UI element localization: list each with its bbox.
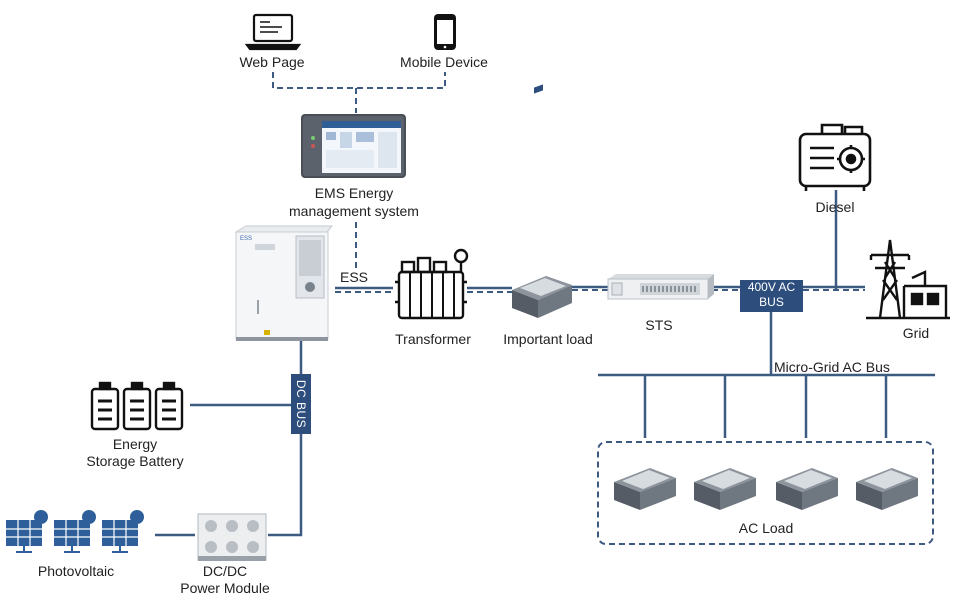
dcdc-label-line2: Power Module (180, 580, 270, 596)
device-link-line (272, 72, 446, 89)
micro-grid-bus-label: Micro-Grid AC Bus (774, 359, 890, 375)
diesel-generator-icon (798, 123, 872, 191)
svg-text:ESS: ESS (240, 236, 252, 242)
ac-load-label: AC Load (738, 520, 794, 536)
photovoltaic-label: Photovoltaic (37, 563, 115, 579)
web-page-label: Web Page (239, 54, 305, 70)
communication-lines (272, 72, 934, 545)
load-module-icon (614, 468, 676, 510)
load-module-icon (856, 468, 918, 510)
load-module-icon (512, 84, 572, 318)
bus-400v-line1: 400V AC (747, 280, 796, 294)
power-lines (155, 190, 935, 537)
transformer-label: Transformer (395, 331, 471, 347)
dcdc-label-line1: DC/DC (202, 563, 248, 579)
load-module-icon (694, 468, 756, 510)
solar-panel-icon (6, 510, 144, 553)
smartphone-icon (434, 14, 456, 50)
sts-label: STS (645, 317, 673, 333)
ac-load-feeders (643, 375, 888, 438)
transformer-icon (395, 248, 469, 320)
dc-bus-box: DC BUS (291, 374, 311, 434)
dc-bus-label: DC BUS (294, 379, 308, 429)
important-load-label: Important load (503, 331, 593, 347)
ac-load-modules (614, 468, 918, 510)
bus-400v-line2: BUS (759, 295, 784, 309)
load-module-icon (776, 468, 838, 510)
battery-icon (90, 381, 184, 431)
ems-label-line1: EMS Energy (314, 185, 394, 201)
bus-400v-ac: 400V AC BUS (740, 280, 803, 312)
diesel-label: Diesel (815, 199, 855, 215)
ess-label: ESS (340, 269, 369, 285)
battery-label-line1: Energy (112, 436, 158, 452)
dcdc-module-icon (197, 513, 267, 561)
laptop-icon (244, 13, 302, 51)
ems-panel-icon (301, 114, 406, 178)
ems-label-line2: management system (289, 203, 419, 219)
sts-rack-icon (607, 274, 714, 300)
grid-tower-icon (866, 239, 950, 320)
ess-cabinet-icon: ESS (234, 225, 334, 341)
battery-label-line2: Storage Battery (86, 453, 184, 469)
mobile-device-label: Mobile Device (400, 54, 488, 70)
grid-label: Grid (902, 325, 930, 341)
dc-bus-pv-line (268, 434, 303, 537)
ac-load-group-border (597, 441, 934, 545)
